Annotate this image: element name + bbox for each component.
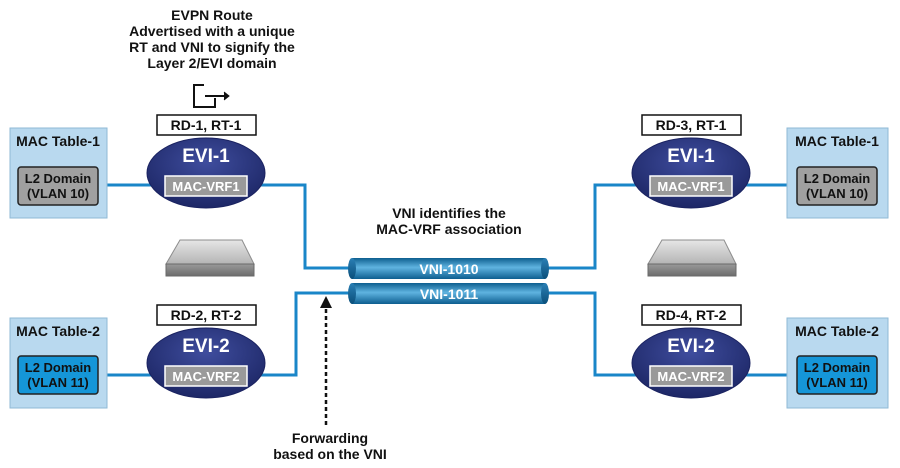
switch-icon	[647, 239, 737, 277]
left-l2-domain-vlan10-line1: L2 Domain	[25, 171, 92, 186]
vni-tunnel-1011: VNI-1011	[348, 283, 549, 304]
middle-annotation-line2: MAC-VRF association	[376, 221, 521, 237]
left-evi-2: RD-2, RT-2 EVI-2 MAC-VRF2	[146, 304, 266, 399]
right-mac-vrf2-box	[649, 365, 733, 387]
left-evi-1-route-label: RD-1, RT-1	[171, 117, 242, 133]
vni-1011-label: VNI-1011	[420, 286, 479, 302]
right-mac-table-2: MAC Table-2 L2 Domain (VLAN 11)	[786, 317, 889, 409]
right-mac-table-1: MAC Table-1 L2 Domain (VLAN 10)	[786, 127, 889, 219]
left-l2-domain-vlan11-line2: (VLAN 11)	[27, 375, 88, 390]
top-annotation-line1: EVPN Route	[171, 7, 253, 23]
middle-annotation: VNI identifies the MAC-VRF association	[376, 205, 521, 237]
vni-1010-label: VNI-1010	[419, 261, 478, 277]
right-mac-vrf1-box	[649, 175, 733, 197]
left-l2-domain-vlan10-line2: (VLAN 10)	[27, 186, 89, 201]
left-mac-table-2: MAC Table-2 L2 Domain (VLAN 11)	[9, 317, 108, 409]
top-annotation-line2: Advertised with a unique	[129, 23, 295, 39]
top-annotation-line3: RT and VNI to signify the	[129, 39, 295, 55]
left-evi-1-route-box	[156, 114, 257, 136]
vni-tunnel-1010: VNI-1010	[348, 258, 549, 279]
left-mac-vrf2-label: MAC-VRF2	[172, 369, 239, 384]
left-mac-vrf1-box	[164, 175, 248, 197]
right-evi-2-route-box	[641, 304, 742, 326]
right-l2-domain-vlan10	[796, 166, 878, 206]
left-l2-domain-vlan11	[17, 355, 99, 395]
right-mac-table-2-title: MAC Table-2	[795, 323, 879, 339]
left-mac-vrf2-box	[164, 365, 248, 387]
links	[104, 183, 795, 377]
right-mac-vrf1-label: MAC-VRF1	[657, 179, 724, 194]
bottom-annotation-line1: Forwarding	[292, 430, 368, 446]
left-evi-2-name: EVI-2	[182, 336, 230, 357]
right-mac-table-1-title: MAC Table-1	[795, 133, 879, 149]
top-annotation-line4: Layer 2/EVI domain	[147, 55, 276, 71]
left-l2-domain-vlan10	[17, 166, 99, 206]
switch-icon	[165, 239, 255, 277]
right-evi-1: RD-3, RT-1 EVI-1 MAC-VRF1	[631, 114, 751, 209]
right-l2-domain-vlan10-line2: (VLAN 10)	[806, 186, 868, 201]
left-l2-domain-vlan11-line1: L2 Domain	[25, 360, 92, 375]
right-mac-vrf2-label: MAC-VRF2	[657, 369, 724, 384]
right-evi-2-name: EVI-2	[667, 336, 715, 357]
right-evi-2: RD-4, RT-2 EVI-2 MAC-VRF2	[631, 304, 751, 399]
left-evi-2-route-box	[156, 304, 257, 326]
export-arrow-icon	[193, 84, 230, 108]
left-evi-1: RD-1, RT-1 EVI-1 MAC-VRF1	[146, 114, 266, 209]
link-right-vni1011-evi2	[545, 291, 640, 377]
link-left-evi2-vni1011	[255, 291, 352, 377]
top-annotation: EVPN Route Advertised with a unique RT a…	[129, 7, 295, 71]
bottom-annotation-line2: based on the VNI	[273, 446, 387, 462]
left-evi-2-route-label: RD-2, RT-2	[171, 307, 242, 323]
left-mac-table-1-title: MAC Table-1	[16, 133, 100, 149]
bottom-annotation: Forwarding based on the VNI	[273, 430, 387, 462]
right-evi-1-route-label: RD-3, RT-1	[656, 117, 727, 133]
left-mac-table-2-title: MAC Table-2	[16, 323, 100, 339]
right-l2-domain-vlan11	[796, 355, 878, 395]
right-l2-domain-vlan11-line1: L2 Domain	[804, 360, 871, 375]
right-evi-1-route-box	[641, 114, 742, 136]
left-evi-1-name: EVI-1	[182, 146, 230, 167]
left-mac-vrf1-label: MAC-VRF1	[172, 179, 239, 194]
link-left-evi1-vni1010	[255, 183, 352, 270]
link-right-vni1010-evi1	[545, 183, 640, 270]
right-evi-2-route-label: RD-4, RT-2	[656, 307, 727, 323]
right-l2-domain-vlan11-line2: (VLAN 11)	[806, 375, 867, 390]
middle-annotation-line1: VNI identifies the	[392, 205, 506, 221]
right-evi-1-name: EVI-1	[667, 146, 715, 167]
left-mac-table-1: MAC Table-1 L2 Domain (VLAN 10)	[9, 127, 108, 219]
forwarding-dashed-arrow	[320, 296, 332, 425]
right-l2-domain-vlan10-line1: L2 Domain	[804, 171, 871, 186]
